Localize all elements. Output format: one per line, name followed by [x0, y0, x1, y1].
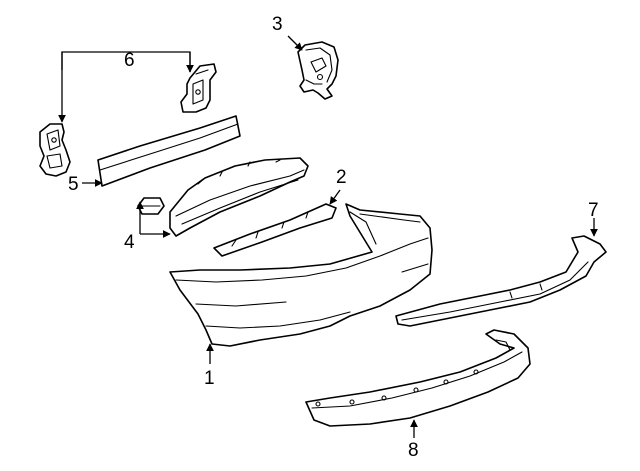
part-6-right-bracket — [180, 63, 217, 113]
part-7-lower-strip — [395, 235, 607, 327]
part-5-impact-bar — [97, 115, 241, 187]
part-6-left-bracket — [39, 123, 71, 177]
callout-5: 5 — [68, 174, 79, 195]
callout-2: 2 — [336, 167, 347, 188]
callout-8: 8 — [408, 440, 419, 461]
part-2-retainer — [213, 203, 337, 257]
part-1-bumper-cover — [169, 203, 433, 347]
callout-4: 4 — [124, 232, 135, 253]
part-4-clip — [137, 197, 165, 215]
callout-3: 3 — [272, 14, 283, 35]
leader-lines — [58, 35, 598, 438]
callout-6: 6 — [124, 50, 135, 71]
part-3-bracket — [297, 41, 339, 100]
callout-1: 1 — [204, 368, 215, 389]
part-8-air-deflector — [305, 329, 531, 427]
leader-2 — [329, 189, 341, 205]
callout-7: 7 — [588, 200, 599, 221]
part-4-energy-absorber — [169, 157, 309, 237]
leader-3 — [287, 35, 303, 51]
callout-labels: 1 2 3 4 5 6 7 8 — [68, 14, 599, 461]
